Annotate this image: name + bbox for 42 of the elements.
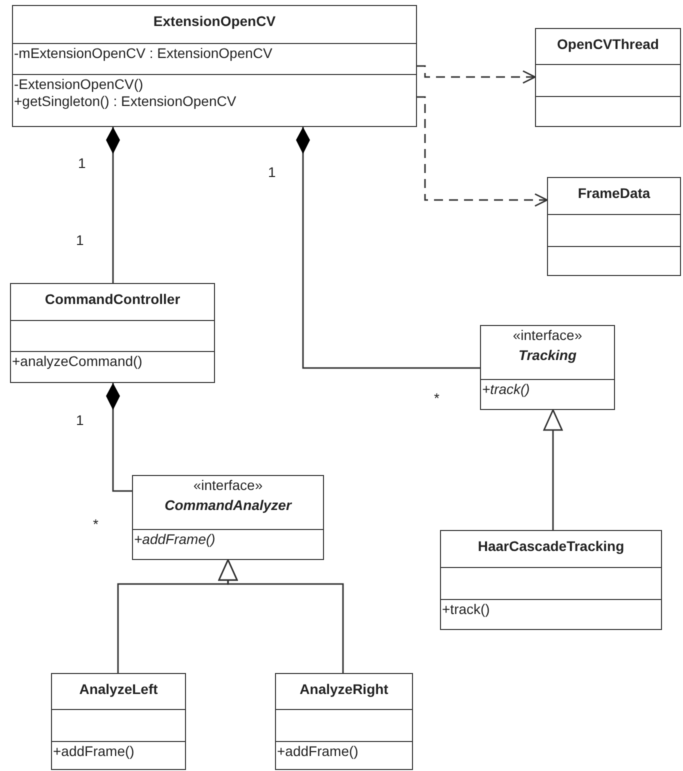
- class-name: AnalyzeLeft: [78, 680, 159, 699]
- method-text: +addFrame(): [134, 531, 216, 548]
- class-name: CommandAnalyzer: [164, 496, 293, 515]
- method-text: +track(): [442, 601, 491, 618]
- class-name: FrameData: [576, 184, 652, 203]
- class-name: CommandController: [44, 290, 182, 309]
- method-text: +track(): [482, 381, 531, 398]
- multiplicity-label: *: [93, 516, 98, 532]
- class-box: [132, 475, 324, 560]
- class-box: [535, 28, 681, 127]
- generalization-arrow: [218, 559, 344, 673]
- stereotype-label: «interface»: [192, 477, 264, 494]
- class-box: [51, 673, 186, 770]
- class-box: [12, 5, 417, 127]
- multiplicity-label: 1: [76, 412, 84, 428]
- composition-line: [106, 383, 132, 492]
- class-name: OpenCVThread: [556, 35, 660, 54]
- class-name: ExtensionOpenCV: [152, 12, 277, 31]
- method-text: +analyzeCommand(): [12, 353, 144, 370]
- class-name: HaarCascadeTracking: [476, 537, 626, 556]
- composition-line: [106, 127, 120, 283]
- multiplicity-label: 1: [268, 164, 276, 180]
- multiplicity-label: 1: [76, 232, 84, 248]
- multiplicity-label: 1: [78, 155, 86, 171]
- class-box: [547, 177, 681, 276]
- class-box: [275, 673, 413, 770]
- method-text: +addFrame(): [53, 743, 136, 760]
- method-text: +getSingleton() : ExtensionOpenCV: [14, 93, 238, 110]
- method-text: -ExtensionOpenCV(): [14, 76, 144, 93]
- class-name: AnalyzeRight: [298, 680, 390, 699]
- dependency-arrow: [417, 96, 548, 207]
- class-name: Tracking: [517, 346, 578, 365]
- class-box: [480, 325, 615, 410]
- attribute-text: -mExtensionOpenCV : ExtensionOpenCV: [14, 45, 274, 62]
- method-text: +addFrame(): [277, 743, 360, 760]
- class-box: [440, 530, 662, 630]
- multiplicity-label: *: [434, 390, 440, 406]
- dependency-arrow: [417, 65, 536, 84]
- class-box: [10, 283, 215, 383]
- generalization-arrow: [543, 409, 563, 530]
- stereotype-label: «interface»: [512, 327, 584, 344]
- composition-line: [296, 127, 480, 369]
